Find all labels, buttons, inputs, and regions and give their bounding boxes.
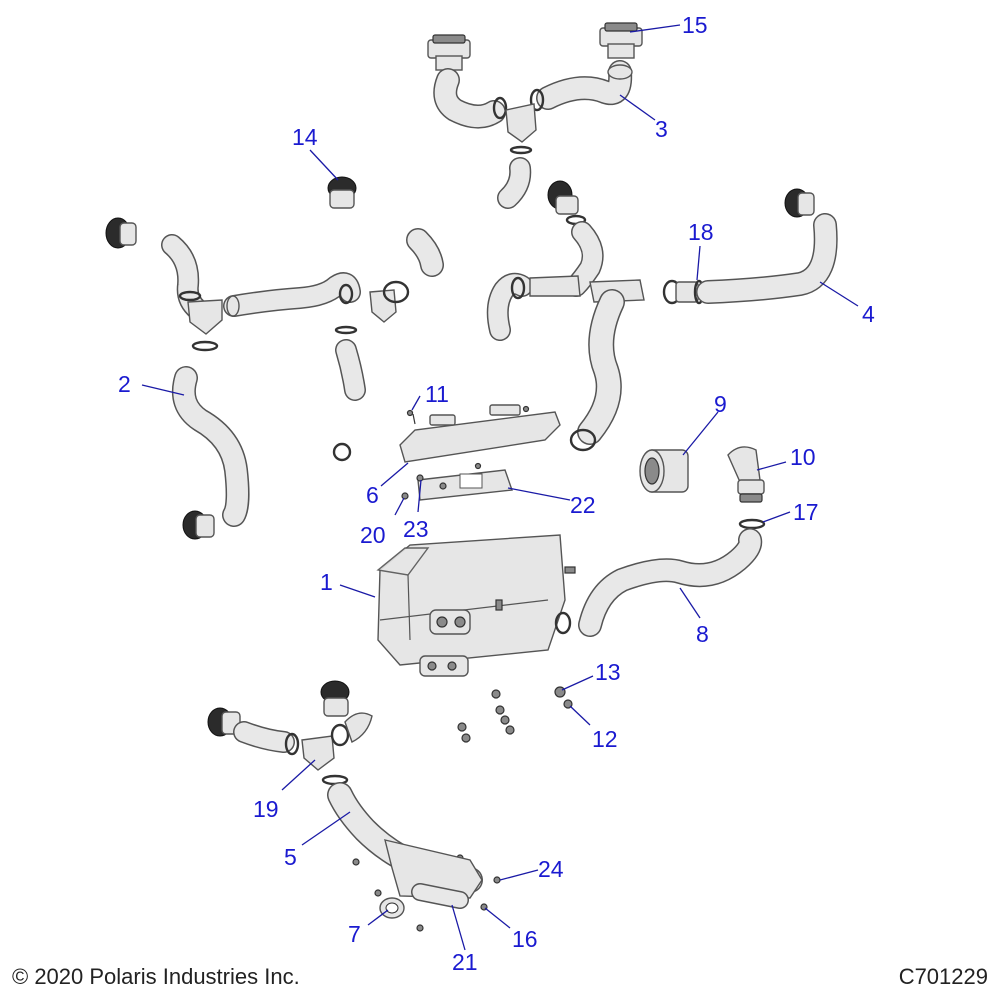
blower-9 [639, 449, 689, 493]
callout-21: 21 [452, 949, 478, 975]
upper-bracket-6 [332, 404, 561, 463]
coupler-18 [662, 279, 705, 305]
callout-13: 13 [595, 659, 621, 685]
callout-2: 2 [118, 371, 131, 397]
copyright-notice: © 2020 Polaris Industries Inc. [12, 964, 300, 989]
callout-9: 9 [714, 391, 727, 417]
callout-6: 6 [366, 482, 379, 508]
callout-22: 22 [570, 492, 596, 518]
callout-12: 12 [592, 726, 618, 752]
callout-23: 23 [403, 516, 429, 542]
callout-4: 4 [862, 301, 875, 327]
lower-bracket-22 [417, 469, 513, 501]
callout-7: 7 [348, 921, 361, 947]
callout-11: 11 [425, 381, 449, 407]
callout-8: 8 [696, 621, 709, 647]
leader-lines [141, 24, 859, 951]
drawing-number: C701229 [898, 964, 988, 989]
callout-19: 19 [253, 796, 279, 822]
top-duct-assembly [427, 22, 643, 209]
callout-24: 24 [538, 856, 564, 882]
callout-16: 16 [512, 926, 538, 952]
callout-5: 5 [284, 844, 297, 870]
vent-outlet-right [599, 22, 643, 59]
grommet-7 [379, 897, 405, 919]
vent-cap-left [105, 217, 137, 249]
vent-cap-center [547, 180, 579, 215]
callout-3: 3 [655, 116, 668, 142]
callout-15: 15 [682, 12, 708, 38]
callout-14: 14 [292, 124, 318, 150]
lower-duct-assembly [207, 680, 483, 919]
duct-8 [554, 528, 763, 637]
vent-cap-right [784, 188, 815, 218]
callout-labels: 15 3 14 18 4 2 11 9 10 6 22 17 20 23 1 8… [118, 12, 875, 975]
heater-box [376, 534, 576, 677]
callout-1: 1 [320, 569, 333, 595]
callout-10: 10 [790, 444, 816, 470]
gasket-17 [738, 518, 766, 530]
callout-20: 20 [360, 522, 386, 548]
callout-18: 18 [688, 219, 714, 245]
vent-outlet-left [427, 34, 471, 71]
vent-cap-lower [182, 510, 215, 540]
vent-cap-lower-top [320, 680, 350, 717]
elbow-10 [727, 446, 765, 503]
right-duct-assembly [486, 180, 838, 452]
left-duct-assembly [105, 176, 444, 540]
callout-17: 17 [793, 499, 819, 525]
vent-cap-14 [327, 176, 357, 209]
